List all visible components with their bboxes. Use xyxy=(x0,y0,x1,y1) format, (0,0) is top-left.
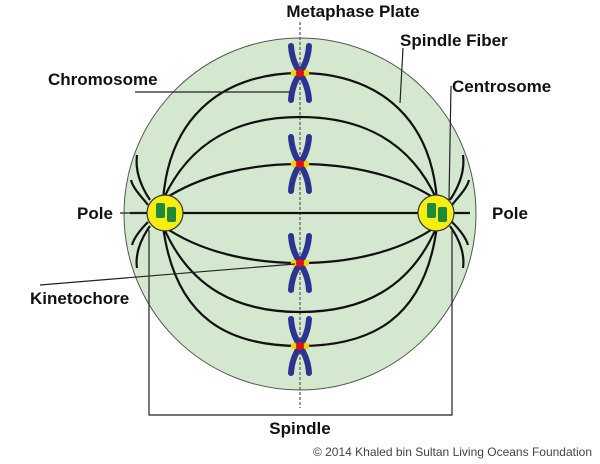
chromosome xyxy=(288,316,312,376)
kinetochore-leader xyxy=(39,263,296,286)
leader-lines xyxy=(39,47,453,416)
astral-ray xyxy=(129,179,149,206)
kinetochore xyxy=(296,160,304,168)
spindle-bracket xyxy=(148,230,453,416)
astral-ray xyxy=(451,179,471,206)
astral-ray xyxy=(451,221,470,246)
chromosome-label: Chromosome xyxy=(48,70,158,89)
astral-ray xyxy=(130,221,149,246)
centromere xyxy=(302,342,310,350)
chromosome xyxy=(288,134,312,194)
pole-left-label: Pole xyxy=(77,204,113,223)
centromere xyxy=(302,259,310,267)
copyright: © 2014 Khaled bin Sultan Living Oceans F… xyxy=(313,445,592,459)
centromere xyxy=(302,69,310,77)
centriole-icon xyxy=(156,203,165,218)
centromere xyxy=(290,69,298,77)
pole-right-label: Pole xyxy=(492,204,528,223)
centriole-icon xyxy=(438,207,447,222)
pole-left xyxy=(146,194,184,232)
centromere xyxy=(290,160,298,168)
kinetochore xyxy=(296,69,304,77)
kinetochore xyxy=(296,342,304,350)
centrosome-label: Centrosome xyxy=(452,77,551,96)
astral-ray xyxy=(449,225,465,269)
centriole-icon xyxy=(167,207,176,222)
spindle-fiber xyxy=(161,225,439,314)
centromere xyxy=(302,160,310,168)
chromosomes xyxy=(288,43,312,376)
astral-ray xyxy=(135,154,151,201)
chromosome xyxy=(288,43,312,103)
spindle-fiber xyxy=(161,115,439,201)
pole-right xyxy=(417,194,455,232)
metaphase-plate-label: Metaphase Plate xyxy=(286,2,419,21)
spindle-fiber-leader xyxy=(399,47,404,104)
astral-ray xyxy=(135,225,151,269)
centrosome-leader xyxy=(448,85,452,201)
kinetochore-label: Kinetochore xyxy=(30,289,129,308)
spindle-fiber-label: Spindle Fiber xyxy=(400,31,508,50)
kinetochore xyxy=(296,259,304,267)
astral-rays xyxy=(129,154,471,269)
centriole-icon xyxy=(427,203,436,218)
chromosome xyxy=(288,233,312,293)
spindle-label: Spindle xyxy=(269,419,330,438)
centromere xyxy=(290,342,298,350)
astral-ray xyxy=(449,154,465,201)
